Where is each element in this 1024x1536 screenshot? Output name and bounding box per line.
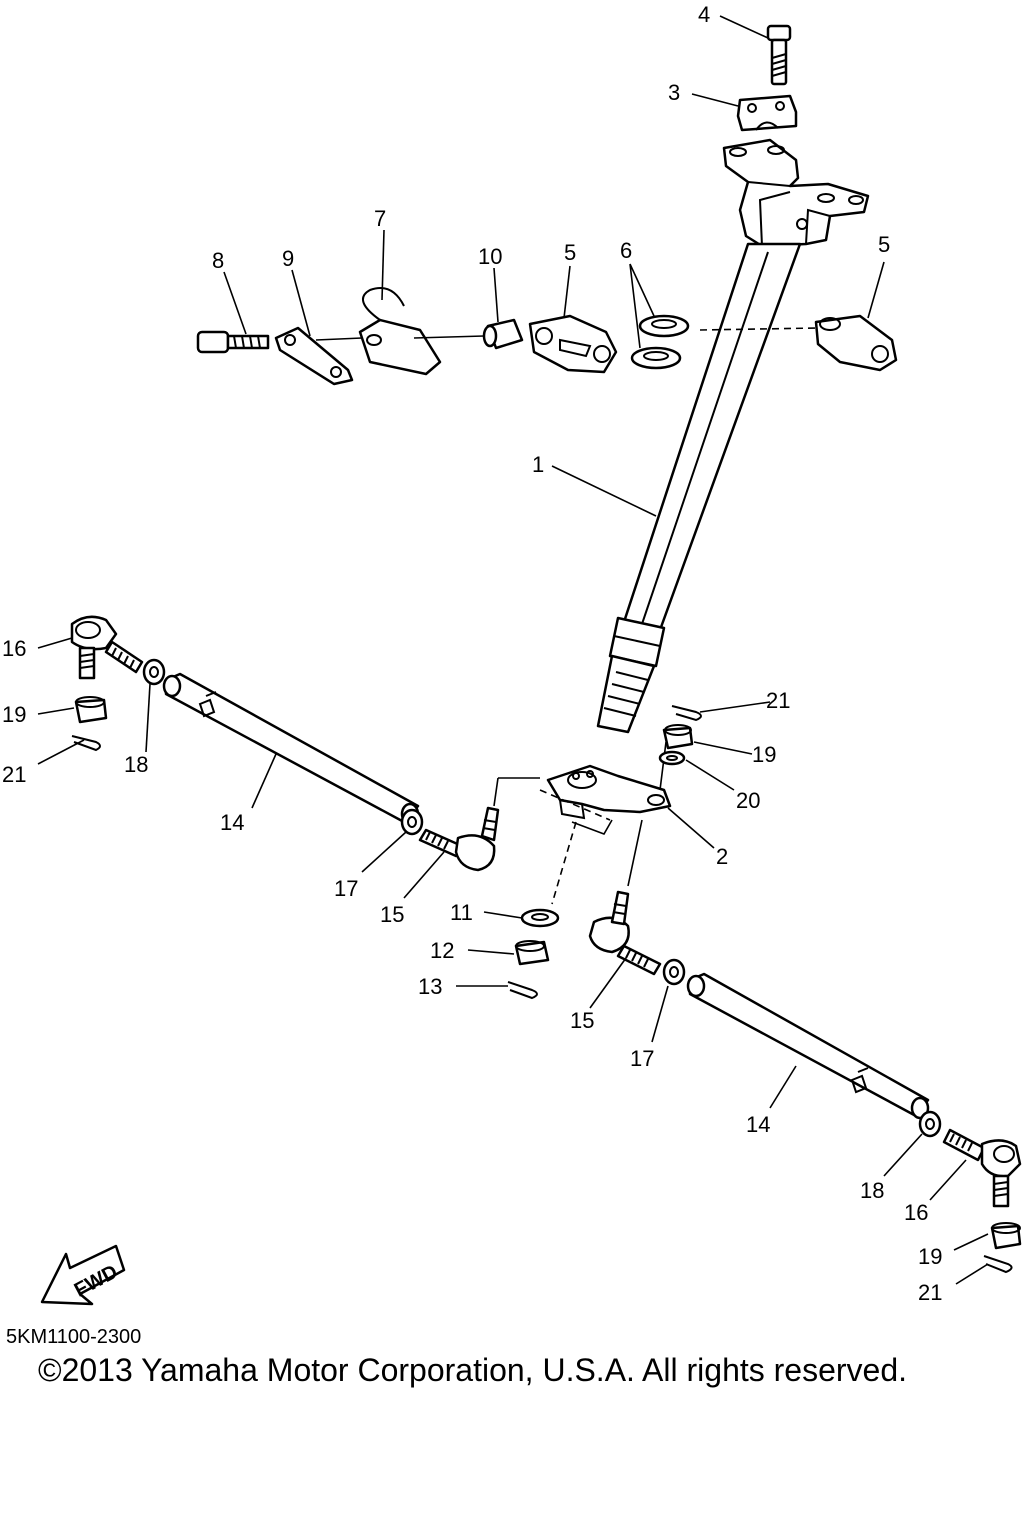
- callout-16-right: 16: [904, 1200, 928, 1225]
- callout-18-right: 18: [860, 1178, 884, 1203]
- callout-20: 20: [736, 788, 760, 813]
- part-6-collars: [630, 314, 690, 370]
- part-11-washer: [520, 908, 560, 928]
- part-15-ball-joint-right: [588, 890, 662, 976]
- part-4-bolt: [766, 24, 792, 86]
- part-12-nut: [514, 940, 550, 966]
- part-16-rod-end-left: [70, 615, 144, 680]
- callout-4: 4: [698, 2, 710, 27]
- part-2-pitman-arm: [546, 764, 672, 820]
- part-15-ball-joint-left: [418, 806, 500, 872]
- callout-5-left: 5: [564, 240, 576, 265]
- callout-10: 10: [478, 244, 502, 269]
- forward-arrow-icon: FWD: [40, 1244, 126, 1306]
- part-21-cotter-pin-left: [71, 735, 101, 752]
- callout-1: 1: [532, 452, 544, 477]
- leader-lines: [37, 15, 989, 1285]
- callout-13: 13: [418, 974, 442, 999]
- callout-16-left: 16: [2, 636, 26, 661]
- part-5-holder-left: [528, 314, 618, 374]
- callout-5-right: 5: [878, 232, 890, 257]
- callout-21-left: 21: [2, 762, 26, 787]
- callout-labels: 4 3 7 8 9 10 5 6 5 1 16 19 21 18 14 21 1…: [2, 2, 942, 1305]
- callout-14-right: 14: [746, 1112, 770, 1137]
- part-18-nut-right: [918, 1110, 942, 1138]
- callout-19-left: 19: [2, 702, 26, 727]
- callout-15-left: 15: [380, 902, 404, 927]
- callout-11: 11: [450, 900, 473, 925]
- part-19-nut-right: [990, 1222, 1022, 1250]
- part-21-cotter-pin-center: [671, 705, 702, 722]
- part-13-cotter-pin: [507, 981, 538, 1000]
- part-5-holder-right: [814, 314, 898, 372]
- callout-21-center: 21: [766, 688, 790, 713]
- part-17-nut-left: [400, 808, 424, 836]
- part-19-nut-left: [74, 696, 108, 724]
- part-14-tie-rod-left: [162, 672, 420, 826]
- callout-7: 7: [374, 206, 386, 231]
- part-16-rod-end-right: [942, 1128, 1022, 1208]
- callout-8: 8: [212, 248, 224, 273]
- part-9-lock-plate: [274, 326, 354, 386]
- part-7-hook-plate: [358, 287, 442, 376]
- part-8-bolt: [196, 330, 270, 354]
- part-3-clamp-cap: [736, 94, 798, 132]
- part-17-nut-right: [662, 958, 686, 986]
- callout-9: 9: [282, 246, 294, 271]
- callout-2: 2: [716, 844, 728, 869]
- callout-19-right: 19: [918, 1244, 942, 1269]
- callout-17-left: 17: [334, 876, 358, 901]
- part-14-tie-rod-right: [686, 972, 930, 1120]
- part-21-cotter-pin-right: [983, 1255, 1013, 1274]
- callout-3: 3: [668, 80, 680, 105]
- callout-19-center: 19: [752, 742, 776, 767]
- part-10-collar: [482, 318, 524, 350]
- part-19-nut-center: [662, 724, 694, 750]
- callout-17-right: 17: [630, 1046, 654, 1071]
- callout-12: 12: [430, 938, 454, 963]
- part-20-washer: [658, 750, 686, 766]
- callout-18-left: 18: [124, 752, 148, 777]
- part-18-nut-left: [142, 658, 166, 686]
- callout-15-right: 15: [570, 1008, 594, 1033]
- diagram-code: 5KM1100-2300: [6, 1326, 142, 1348]
- callout-6: 6: [620, 238, 632, 263]
- callout-21-right: 21: [918, 1280, 942, 1305]
- part-1-steering-column: [596, 138, 870, 734]
- callout-14-left: 14: [220, 810, 244, 835]
- copyright-notice: ©2013 Yamaha Motor Corporation, U.S.A. A…: [38, 1352, 908, 1388]
